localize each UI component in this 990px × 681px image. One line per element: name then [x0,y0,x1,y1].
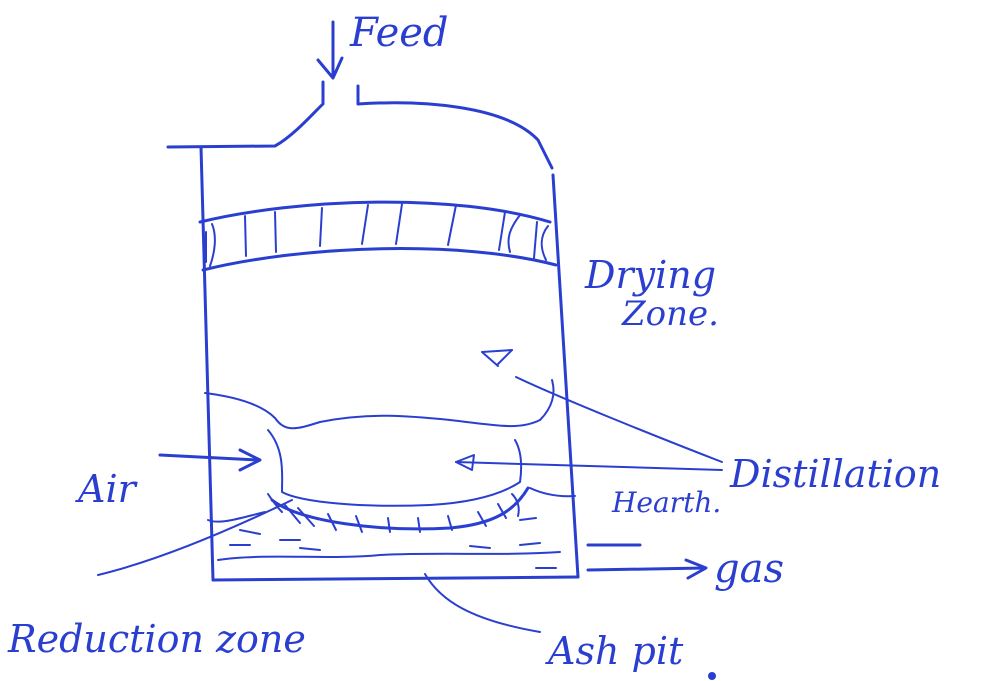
reduction-zone-leader [98,500,292,575]
ink-dot [708,672,716,680]
distillation-label: Distillation [729,452,941,496]
drying-zone-label-line2: Zone. [621,294,719,334]
drying-zone-label-line1: Drying [584,253,716,297]
ash-pit-leader [425,574,540,632]
feed-arrow [318,22,342,78]
gas-outlet-arrow [588,545,706,578]
gasifier-dome [168,82,552,168]
gas-label: gas [714,546,784,592]
hearth-zone [268,430,521,506]
reduction-zone-label: Reduction zone [7,617,306,661]
distillation-arrows [456,350,722,470]
distillation-zone-boundary [205,380,554,428]
gasifier-right-wall [553,175,578,577]
gasifier-left-wall [201,147,213,580]
air-label: Air [75,467,139,511]
hearth-label: Hearth. [611,486,721,519]
ash-pit-label: Ash pit [545,629,684,673]
feed-label: Feed [349,10,449,56]
drying-zone-band [200,202,556,270]
gasifier-bottom [213,577,578,580]
reduction-zone-band [268,488,528,532]
